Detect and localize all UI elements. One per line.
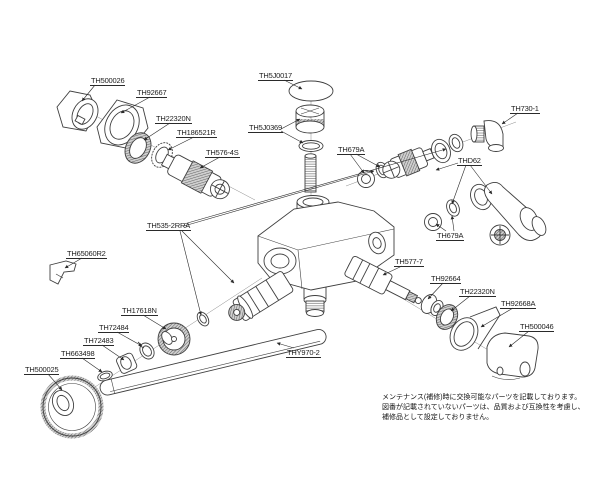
part-label-th92668a: TH92668A	[500, 299, 537, 309]
part-drawing-switch-cartridge	[228, 271, 294, 321]
part-drawing-th72483	[116, 352, 138, 374]
part-drawing-arm-assembly	[470, 182, 547, 246]
part-label-th576-4s: TH576-4S	[205, 148, 240, 158]
part-drawing-th576-4s	[160, 153, 230, 200]
part-label-th577-7: TH577-7	[394, 257, 424, 267]
part-drawing-th663498	[97, 370, 113, 382]
part-drawing-th22320n-1	[124, 132, 152, 164]
part-drawing-th17618n	[157, 322, 191, 356]
part-label-th5j0017: TH5J0017	[258, 71, 294, 81]
part-drawing-th577-7	[344, 255, 422, 305]
note-line-2: 図番が記載されていないパーツは、品質および互換性を考慮し、	[382, 404, 585, 411]
part-label-th186521r: TH186521R	[176, 128, 217, 138]
part-drawing-th500046	[486, 332, 539, 380]
part-label-thd62: THD62	[457, 156, 482, 166]
part-label-th65060r2: TH65060R2	[66, 249, 107, 259]
part-label-th92664: TH92664	[430, 274, 462, 284]
part-drawing-th500026	[56, 90, 99, 132]
part-label-th22320n-2: TH22320N	[459, 287, 496, 297]
part-drawing-th65060r2	[49, 260, 77, 285]
part-label-th730-1: TH730-1	[510, 104, 540, 114]
part-label-th679a-2: TH679A	[436, 231, 465, 241]
note-line-1: メンテナンス(補修)時に交換可能なパーツを記載しております。	[382, 394, 582, 401]
part-label-th72483: TH72483	[83, 336, 115, 346]
part-label-th679a-1: TH679A	[337, 145, 366, 155]
part-drawing-union-nut	[431, 133, 464, 164]
part-drawing-stem	[304, 153, 317, 193]
part-drawing-small-ring	[196, 311, 210, 327]
maintenance-note: メンテナンス(補修)時に交換可能なパーツを記載しております。 図番が記載されてい…	[382, 393, 594, 423]
part-drawing-check-valve	[382, 147, 435, 179]
part-drawing-th500025	[40, 375, 104, 439]
part-drawing-th92668a	[449, 306, 501, 351]
part-label-th5j0369: TH5J0369	[248, 123, 284, 133]
part-label-th663498: TH663498	[60, 349, 96, 359]
part-drawing-th730-1	[470, 120, 504, 152]
part-drawing-th5j0369-oring	[298, 140, 324, 152]
part-label-th535-2rra: TH535-2RRA	[146, 221, 192, 231]
leader-lines	[47, 79, 530, 391]
part-label-th92667: TH92667	[136, 88, 168, 98]
note-line-3: 補修品として設定しておりません。	[382, 414, 494, 421]
part-drawing-thy970-2	[99, 328, 327, 396]
part-label-th500046: TH500046	[519, 322, 555, 332]
part-label-th17618n: TH17618N	[121, 306, 158, 316]
part-drawing-th679a-lower	[424, 199, 460, 231]
part-label-th500025: TH500025	[24, 365, 60, 375]
part-label-th500026: TH500026	[90, 76, 126, 86]
part-drawing-th72484	[137, 341, 155, 360]
part-label-th22320n-1: TH22320N	[155, 114, 192, 124]
part-drawing-th5j0369-plug	[295, 104, 325, 134]
part-drawing-th5j0017	[288, 80, 334, 102]
part-label-th72484: TH72484	[98, 323, 130, 333]
part-label-thy970-2: THY970-2	[286, 348, 321, 358]
part-drawing-th92664	[420, 294, 444, 317]
